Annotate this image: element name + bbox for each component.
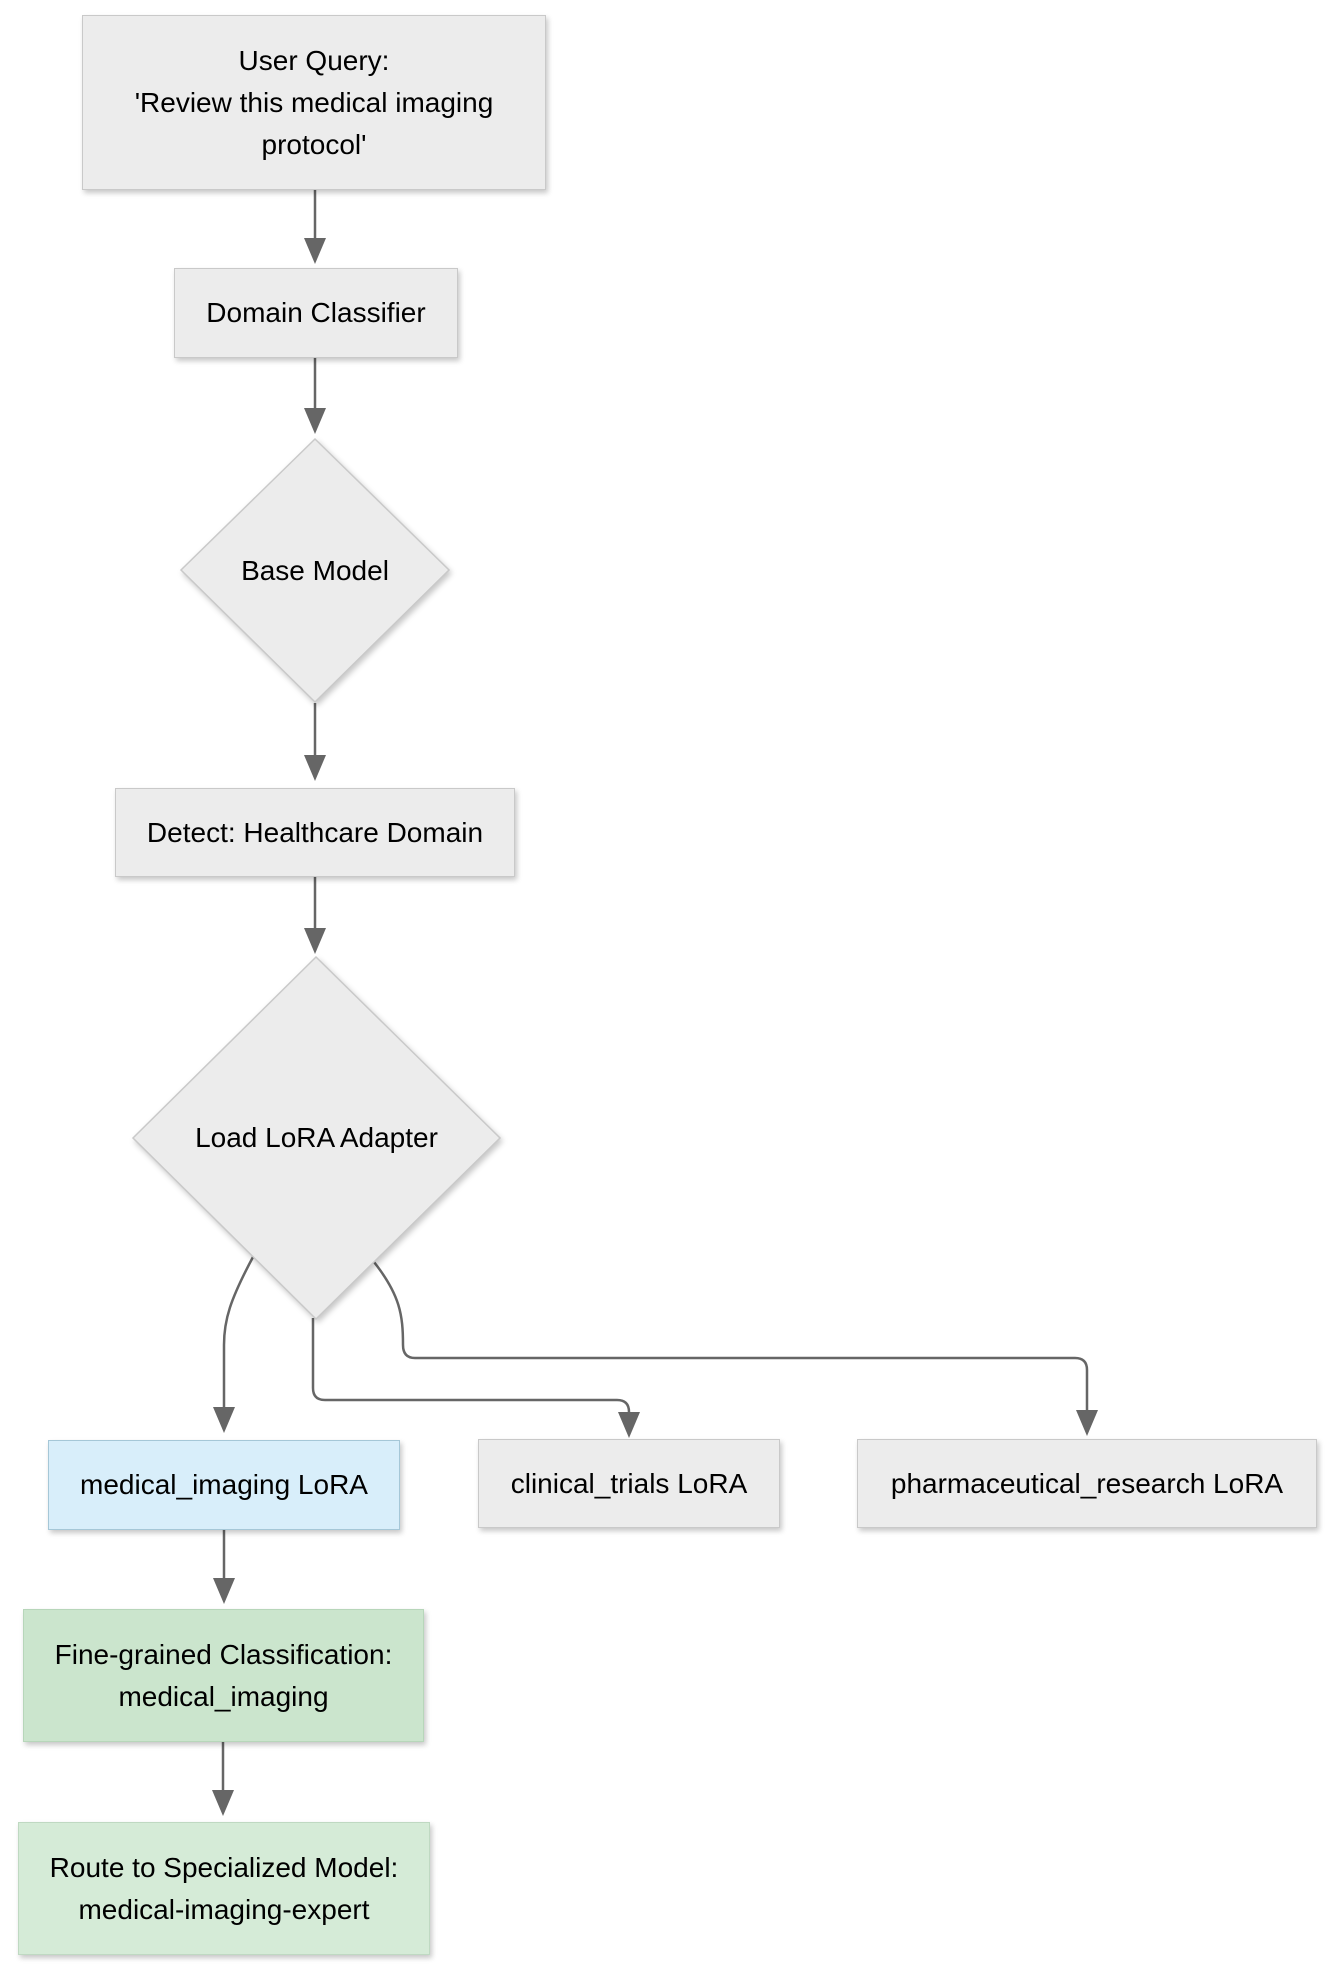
node-pharmaceutical-research-lora: pharmaceutical_research LoRA <box>857 1439 1317 1528</box>
edge-loadlora-to-clinicaltrials <box>311 1318 631 1413</box>
edge-loadlora-to-medicalimaging <box>222 1256 255 1407</box>
node-user-query-line3: protocol' <box>261 128 367 160</box>
node-detect-healthcare-domain: Detect: Healthcare Domain <box>115 788 515 877</box>
arrowhead-loadlora-to-medicalimaging <box>213 1407 235 1433</box>
node-detect-healthcare-domain-label: Detect: Healthcare Domain <box>146 816 484 848</box>
arrowhead-detect-to-loadlora <box>304 928 326 954</box>
arrowhead-loadlora-to-clinicaltrials <box>618 1412 640 1438</box>
node-fine-grained-classification: Fine-grained Classification: medical_ima… <box>23 1609 424 1742</box>
arrowhead-userquery-to-domainclassifier <box>304 238 326 264</box>
node-clinical-trials-lora-label: clinical_trials LoRA <box>510 1467 748 1499</box>
node-user-query-line2: 'Review this medical imaging <box>134 86 494 118</box>
node-load-lora-adapter-shape <box>131 955 502 1321</box>
node-base-model-shape <box>179 437 451 704</box>
arrowhead-loadlora-to-pharma <box>1076 1410 1098 1436</box>
node-route-to-specialized-model-line2: medical-imaging-expert <box>78 1893 370 1925</box>
arrowhead-domainclassifier-to-basemodel <box>304 408 326 434</box>
node-fine-grained-classification-line2: medical_imaging <box>118 1680 329 1712</box>
node-user-query: User Query: 'Review this medical imaging… <box>82 15 546 190</box>
node-domain-classifier-label: Domain Classifier <box>206 297 426 328</box>
arrowhead-medicalimaging-to-finegrained <box>213 1578 235 1604</box>
node-route-to-specialized-model-line1: Route to Specialized Model: <box>49 1851 399 1883</box>
arrowhead-basemodel-to-detect <box>304 755 326 781</box>
node-medical-imaging-lora-label: medical_imaging LoRA <box>80 1469 368 1500</box>
node-clinical-trials-lora: clinical_trials LoRA <box>478 1439 780 1528</box>
node-user-query-line1: User Query: <box>238 44 390 76</box>
node-fine-grained-classification-line1: Fine-grained Classification: <box>54 1638 393 1670</box>
node-domain-classifier: Domain Classifier <box>174 268 458 358</box>
node-route-to-specialized-model: Route to Specialized Model: medical-imag… <box>18 1822 430 1955</box>
node-pharmaceutical-research-lora-label: pharmaceutical_research LoRA <box>890 1467 1284 1499</box>
edge-loadlora-to-pharma <box>373 1261 1089 1410</box>
node-medical-imaging-lora: medical_imaging LoRA <box>48 1440 400 1530</box>
arrowhead-finegrained-to-route <box>212 1790 234 1816</box>
